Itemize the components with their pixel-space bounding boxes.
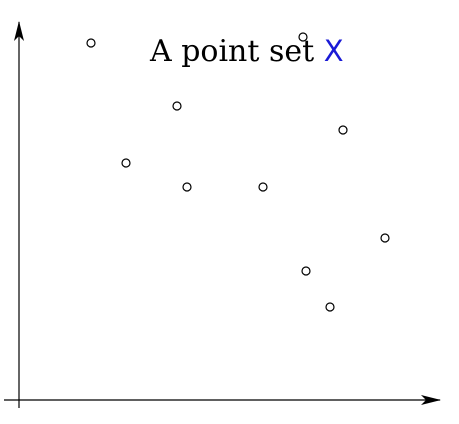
- point-marker-6: [182, 182, 192, 192]
- point-markers: [86, 32, 390, 312]
- point-marker-5: [121, 158, 131, 168]
- point-marker-2: [172, 101, 182, 111]
- point-marker-8: [380, 233, 390, 243]
- point-marker-9: [301, 266, 311, 276]
- point-marker-10: [325, 302, 335, 312]
- point-marker-4: [338, 125, 348, 135]
- title-text: A point set: [149, 34, 324, 69]
- point-marker-7: [258, 182, 268, 192]
- diagram-title: A point set X: [149, 34, 344, 69]
- point-marker-3: [298, 32, 308, 42]
- point-marker-1: [86, 38, 96, 48]
- title-symbol: X: [324, 34, 344, 68]
